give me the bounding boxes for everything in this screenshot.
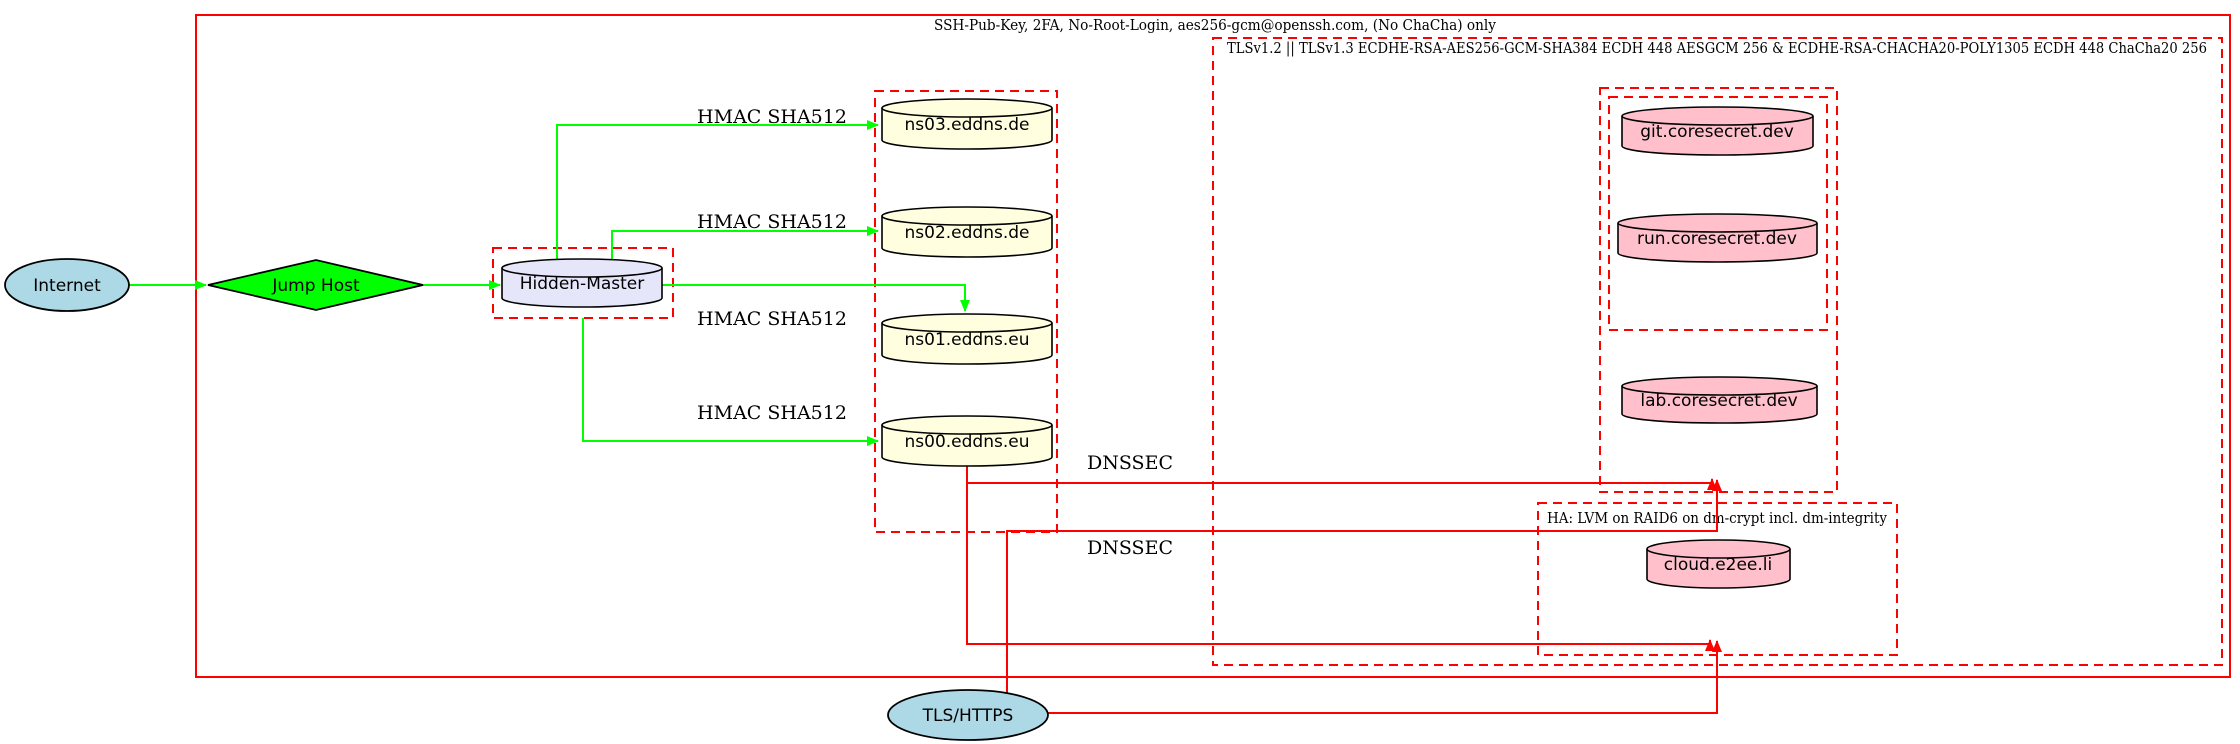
edge-hiddenmaster-to-ns02 xyxy=(611,226,879,262)
jump-host-diamond xyxy=(207,259,424,311)
edge-hiddenmaster-to-ns03 xyxy=(556,120,879,262)
edge-hiddenmaster-to-ns00 xyxy=(582,318,879,446)
ssh-cluster-label: SSH-Pub-Key, 2FA, No-Root-Login, aes256-… xyxy=(934,16,1496,34)
hmac-label-ns03: HMAC SHA512 xyxy=(697,106,847,128)
red-edges xyxy=(966,466,1722,714)
tls-cluster-border xyxy=(1212,37,2223,666)
hmac-label-ns00: HMAC SHA512 xyxy=(697,402,847,424)
jump-host-label: Jump Host xyxy=(271,276,360,296)
tls-https-ellipse xyxy=(887,689,1049,741)
cluster-ssh-hardened: SSH-Pub-Key, 2FA, No-Root-Login, aes256-… xyxy=(195,14,2231,678)
hmac-label-ns01: HMAC SHA512 xyxy=(697,308,847,330)
ns03-cylinder-rim xyxy=(881,107,1053,118)
git-cylinder xyxy=(1621,106,1814,156)
edge-hiddenmaster-to-ns01 xyxy=(662,284,970,312)
edge-dnssec-to-ha xyxy=(966,483,1715,651)
tls-https-label: TLS/HTTPS xyxy=(922,706,1014,726)
lab-label: lab.coresecret.dev xyxy=(1640,391,1797,411)
ns00-cylinder-rim xyxy=(881,424,1053,435)
node-git: git.coresecret.dev xyxy=(1621,106,1814,156)
coresecret-cluster-border xyxy=(1599,87,1838,493)
run-cylinder-rim xyxy=(1617,222,1818,233)
internet-ellipse xyxy=(4,258,130,312)
node-tls-https: TLS/HTTPS xyxy=(887,689,1049,741)
node-ns00: ns00.eddns.eu xyxy=(881,415,1053,467)
ns00-cylinder xyxy=(881,415,1053,467)
ns00-label: ns00.eddns.eu xyxy=(905,432,1030,452)
cluster-tls: TLSv1.2 || TLSv1.3 ECDHE-RSA-AES256-GCM-… xyxy=(1212,37,2223,666)
ns02-cylinder-rim xyxy=(881,215,1053,226)
edge-tlshttps-to-ha xyxy=(1047,640,1722,714)
edge-tlshttps-to-coresecret xyxy=(1006,479,1722,693)
git-run-cluster-border xyxy=(1608,96,1828,331)
ns02-cylinder xyxy=(881,206,1053,258)
node-ns01: ns01.eddns.eu xyxy=(881,313,1053,365)
ns01-cylinder-rim xyxy=(881,322,1053,333)
tls-cluster-label: TLSv1.2 || TLSv1.3 ECDHE-RSA-AES256-GCM-… xyxy=(1227,39,2207,57)
green-edges xyxy=(129,120,970,446)
ns02-label: ns02.eddns.de xyxy=(905,223,1030,243)
hidden-master-label: Hidden-Master xyxy=(520,274,645,294)
dnssec-label-2: DNSSEC xyxy=(1087,537,1173,559)
node-jump-host: Jump Host xyxy=(207,259,424,311)
hmac-label-ns02: HMAC SHA512 xyxy=(697,211,847,233)
internet-label: Internet xyxy=(33,276,101,296)
ns01-cylinder xyxy=(881,313,1053,365)
node-ns03: ns03.eddns.de xyxy=(881,98,1053,150)
git-label: git.coresecret.dev xyxy=(1640,122,1794,142)
hidden-master-cylinder xyxy=(501,258,663,308)
ns03-cylinder xyxy=(881,98,1053,150)
ssh-cluster-border xyxy=(195,14,2231,678)
lab-cylinder-rim xyxy=(1621,385,1818,396)
ns01-label: ns01.eddns.eu xyxy=(905,330,1030,350)
node-cloud: cloud.e2ee.li xyxy=(1646,539,1791,589)
ns03-label: ns03.eddns.de xyxy=(905,115,1030,135)
run-cylinder xyxy=(1617,213,1818,263)
node-internet: Internet xyxy=(4,258,130,312)
cloud-cylinder xyxy=(1646,539,1791,589)
run-label: run.coresecret.dev xyxy=(1637,229,1797,249)
node-lab: lab.coresecret.dev xyxy=(1621,376,1818,424)
node-hidden-master: Hidden-Master xyxy=(501,258,663,308)
hidden-master-cylinder-rim xyxy=(501,267,663,278)
cloud-label: cloud.e2ee.li xyxy=(1664,555,1772,575)
git-cylinder-rim xyxy=(1621,115,1814,126)
cloud-cylinder-rim xyxy=(1646,548,1791,559)
node-ns02: ns02.eddns.de xyxy=(881,206,1053,258)
lab-cylinder xyxy=(1621,376,1818,424)
node-run: run.coresecret.dev xyxy=(1617,213,1818,263)
dnssec-label-1: DNSSEC xyxy=(1087,452,1173,474)
